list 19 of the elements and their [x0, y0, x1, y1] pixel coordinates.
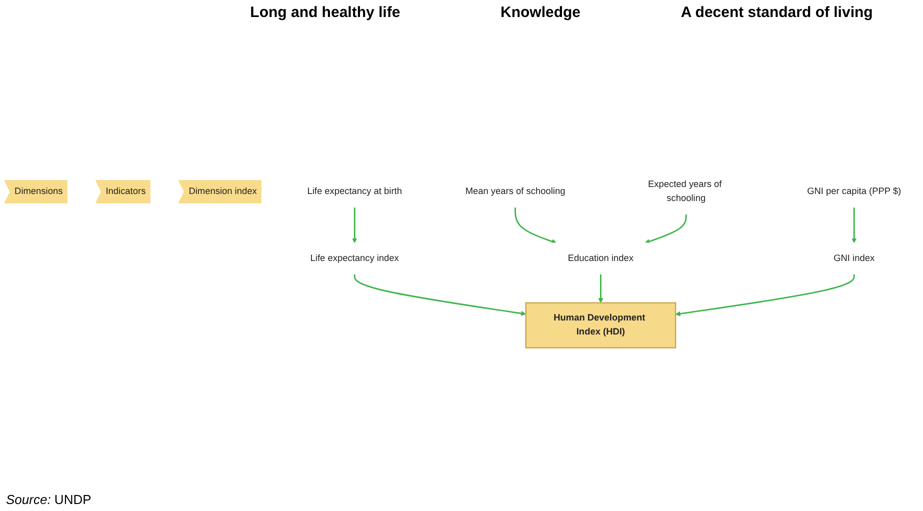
node-box: Human Development Index (HDI)	[525, 302, 676, 348]
arrow	[352, 207, 358, 244]
arrow	[354, 274, 526, 316]
dimension-heading: Long and healthy life	[250, 4, 400, 21]
arrow	[852, 207, 857, 244]
node-text: Education index	[568, 253, 634, 264]
node-text: GNI per capita (PPP $)	[807, 186, 902, 196]
arrow	[675, 274, 855, 316]
source-note: Source: UNDP	[6, 492, 92, 507]
node-text: Mean years of schooling	[465, 186, 566, 196]
node-text: Life expectancy index	[310, 253, 399, 264]
node-text: Life expectancy at birth	[307, 186, 402, 196]
arrow	[598, 274, 604, 304]
node-text: Expected years of schooling	[648, 180, 722, 204]
arrow	[644, 214, 687, 244]
node-text: GNI index	[834, 253, 875, 264]
dimension-heading: A decent standard of living	[680, 4, 873, 21]
dimension-heading: Knowledge	[500, 4, 581, 21]
arrow	[514, 207, 557, 244]
